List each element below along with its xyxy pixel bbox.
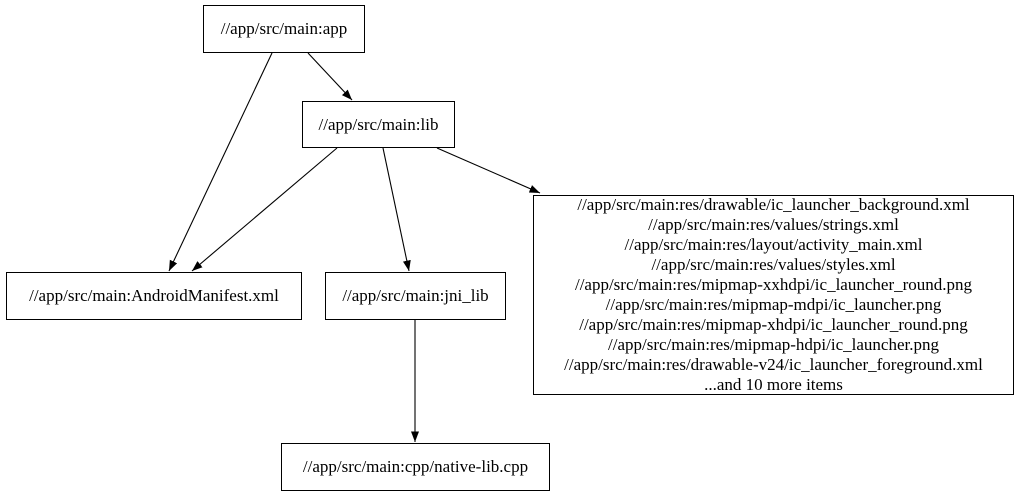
graph-node-label: //app/src/main:app bbox=[220, 19, 348, 39]
edge-app-to-lib bbox=[307, 52, 353, 101]
graph-node-label: //app/src/main:jni_lib bbox=[342, 286, 489, 306]
edge-lib-to-android-manifest bbox=[191, 147, 338, 272]
graph-node-lib: //app/src/main:lib bbox=[302, 101, 455, 148]
graph-node-res-group: //app/src/main:res/drawable/ic_launcher_… bbox=[533, 195, 1014, 395]
graph-node-label: //app/src/main:AndroidManifest.xml bbox=[29, 286, 279, 306]
edge-lib-to-jni-lib bbox=[382, 147, 411, 272]
graph-node-native-lib: //app/src/main:cpp/native-lib.cpp bbox=[281, 443, 550, 491]
edge-lib-to-res-group bbox=[436, 147, 541, 194]
graph-node-label: //app/src/main:cpp/native-lib.cpp bbox=[302, 457, 529, 477]
graph-node-app: //app/src/main:app bbox=[203, 5, 365, 53]
graph-node-label: //app/src/main:lib bbox=[318, 114, 439, 134]
graph-node-android-manifest: //app/src/main:AndroidManifest.xml bbox=[6, 272, 302, 320]
edge-app-to-android-manifest bbox=[168, 52, 273, 272]
graph-node-label: //app/src/main:res/drawable/ic_launcher_… bbox=[564, 195, 983, 394]
graph-node-jni-lib: //app/src/main:jni_lib bbox=[325, 272, 506, 320]
